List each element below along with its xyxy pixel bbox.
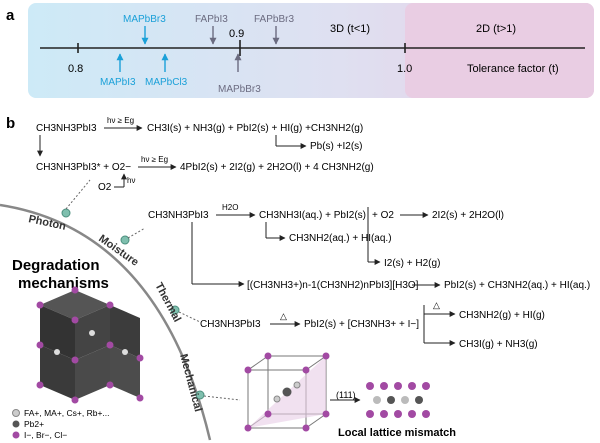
photon-eq1-sub: Pb(s) +I2(s) <box>310 141 363 152</box>
plane-label: (111) <box>336 390 356 400</box>
photon-eq2-right: 4PbI2(s) + 2I2(g) + 2H2O(l) + 4 CH3NH2(g… <box>180 162 374 173</box>
thermal-mid: PbI2(s) + [CH3NH3+ + I−] <box>304 319 419 330</box>
moisture-o2: + O2 <box>372 210 394 221</box>
compound-top-fapbbr3: FAPbBr3 <box>254 14 294 25</box>
arc-label-mechanical: Mechanical <box>177 353 204 413</box>
moisture-node <box>120 235 130 245</box>
photon-eq2-cond: hν ≥ Eg <box>141 155 168 164</box>
moisture-r3: 2I2(s) + 2H2O(l) <box>432 210 504 221</box>
region-3d-label: 3D (t<1) <box>330 23 370 35</box>
tick-label-0-9: 0.9 <box>229 28 244 40</box>
mechanism-arc <box>0 203 212 441</box>
moisture-left: CH3NH3PbI3 <box>148 210 209 221</box>
thermal-r2: CH3I(g) + NH3(g) <box>459 339 538 350</box>
lattice-mismatch-illustration <box>366 382 430 418</box>
cubic-lattice-illustration <box>244 352 330 432</box>
moisture-r2: CH3NH2(aq.) + HI(aq.) <box>289 233 392 244</box>
photon-eq1-right: CH3I(s) + NH3(g) + PbI2(s) + HI(g) +CH3N… <box>147 123 363 134</box>
thermal-node <box>170 305 180 315</box>
compound-bottom-mapbi3: MAPbI3 <box>100 77 136 88</box>
moisture-hydrate-right: PbI2(s) + CH3NH2(aq.) + HI(aq.) <box>444 280 590 291</box>
axis-label: Tolerance factor (t) <box>467 63 559 75</box>
moisture-cond: H2O <box>222 203 238 212</box>
legend-pb: Pb2+ <box>24 419 44 429</box>
panel-b-label: b <box>6 115 15 132</box>
legend-cations: FA+, MA+, Cs+, Rb+... <box>24 408 110 418</box>
tick-label-0-8: 0.8 <box>68 63 83 75</box>
thermal-left: CH3NH3PbI3 <box>200 319 261 330</box>
region-2d-label: 2D (t>1) <box>476 23 516 35</box>
moisture-hydrate: [(CH3NH3+)n-1(CH3NH2)nPbI3][H3O] <box>247 280 419 291</box>
photon-eq1-cond: hν ≥ Eg <box>107 116 134 125</box>
photon-eq2-left: CH3NH3PbI3* + O2− <box>36 162 131 173</box>
arc-label-photon: Photon <box>27 213 67 233</box>
photon-o2: O2 <box>98 182 112 193</box>
tick-label-1-0: 1.0 <box>397 63 412 75</box>
legend-swatch-cations <box>12 409 20 417</box>
compound-top-fapbi3: FAPbI3 <box>195 14 228 25</box>
photon-dash <box>65 179 91 210</box>
moisture-r4: I2(s) + H2(g) <box>384 258 440 269</box>
perovskite-crystal-illustration <box>36 286 144 404</box>
moisture-dash <box>127 227 146 239</box>
legend-swatch-pb <box>12 420 20 428</box>
thermal-cond: △ <box>280 311 287 321</box>
legend-halides: I−, Br−, Cl− <box>24 430 67 440</box>
title-line2: mechanisms <box>18 275 109 292</box>
photon-eq1-left: CH3NH3PbI3 <box>36 123 97 134</box>
mechanical-node <box>195 390 205 400</box>
thermal-r1: CH3NH2(g) + HI(g) <box>459 310 545 321</box>
arc-label-thermal: Thermal <box>152 281 183 324</box>
title-line1: Degradation <box>12 257 100 274</box>
compound-bottom-mapbbr3: MAPbBr3 <box>218 84 261 95</box>
moisture-r1: CH3NH3I(aq.) + PbI2(s) <box>259 210 366 221</box>
region-2d-background <box>405 3 594 98</box>
compound-bottom-mapbcl3: MAPbCl3 <box>145 77 188 88</box>
thermal-cond-2: △ <box>433 300 440 310</box>
mechanical-caption: Local lattice mismatch <box>338 427 456 439</box>
photon-hv: hν <box>127 176 135 185</box>
photon-node <box>61 208 71 218</box>
legend-swatch-halides <box>12 431 20 439</box>
panel-a-label: a <box>6 7 15 24</box>
mechanical-dash <box>203 395 241 401</box>
compound-top-mapbbr3: MAPbBr3 <box>123 14 166 25</box>
